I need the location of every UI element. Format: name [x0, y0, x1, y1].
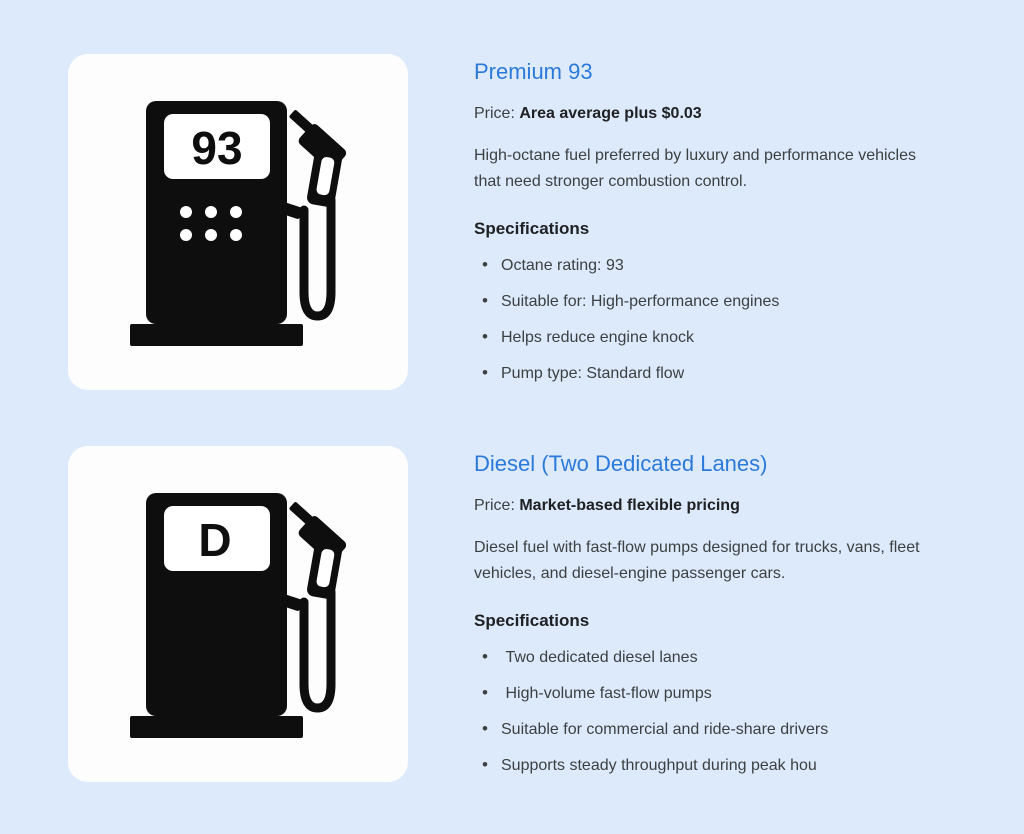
specifications-list: Two dedicated diesel lanes High-volume f…	[474, 646, 926, 777]
specifications-list: Octane rating: 93 Suitable for: High-per…	[474, 254, 926, 385]
spec-item: Suitable for commercial and ride-share d…	[482, 718, 926, 741]
fuel-section-premium-93: 93 Premium 93 Price: Area average plus $…	[68, 54, 1024, 399]
spec-item: Octane rating: 93	[482, 254, 926, 277]
fuel-title-diesel[interactable]: Diesel (Two Dedicated Lanes)	[474, 451, 768, 476]
pump-display-label: D	[198, 514, 231, 566]
price-line: Price: Area average plus $0.03	[474, 104, 926, 123]
spec-item: Suitable for: High-performance engines	[482, 290, 926, 313]
price-label: Price:	[474, 497, 520, 514]
pump-image-card-diesel: D	[68, 446, 408, 782]
fuel-pump-93-icon: 93	[130, 101, 347, 346]
pump-display-label: 93	[191, 122, 242, 174]
specifications-heading: Specifications	[474, 219, 590, 238]
specifications-heading: Specifications	[474, 611, 590, 630]
pump-keypad-dots	[180, 206, 242, 241]
pump-image-card-premium: 93	[68, 54, 408, 390]
fuel-section-diesel: D Diesel (Two Dedicated Lanes) Price: Ma…	[68, 446, 1024, 791]
fuel-info-diesel: Diesel (Two Dedicated Lanes) Price: Mark…	[474, 446, 926, 791]
price-value: Market-based flexible pricing	[519, 497, 740, 514]
price-value: Area average plus $0.03	[519, 105, 702, 122]
fuel-title-premium-93[interactable]: Premium 93	[474, 59, 593, 84]
spec-item: Pump type: Standard flow	[482, 362, 926, 385]
spec-item: Helps reduce engine knock	[482, 326, 926, 349]
price-line: Price: Market-based flexible pricing	[474, 496, 926, 515]
fuel-pump-diesel-icon: D	[130, 493, 347, 738]
fuel-description: High-octane fuel preferred by luxury and…	[474, 147, 917, 190]
spec-item: Two dedicated diesel lanes	[482, 646, 926, 669]
fuel-info-premium: Premium 93 Price: Area average plus $0.0…	[474, 54, 926, 399]
spec-item: Supports steady throughput during peak h…	[482, 754, 926, 777]
price-label: Price:	[474, 105, 520, 122]
spec-item: High-volume fast-flow pumps	[482, 682, 926, 705]
fuel-description: Diesel fuel with fast-flow pumps designe…	[474, 539, 920, 582]
